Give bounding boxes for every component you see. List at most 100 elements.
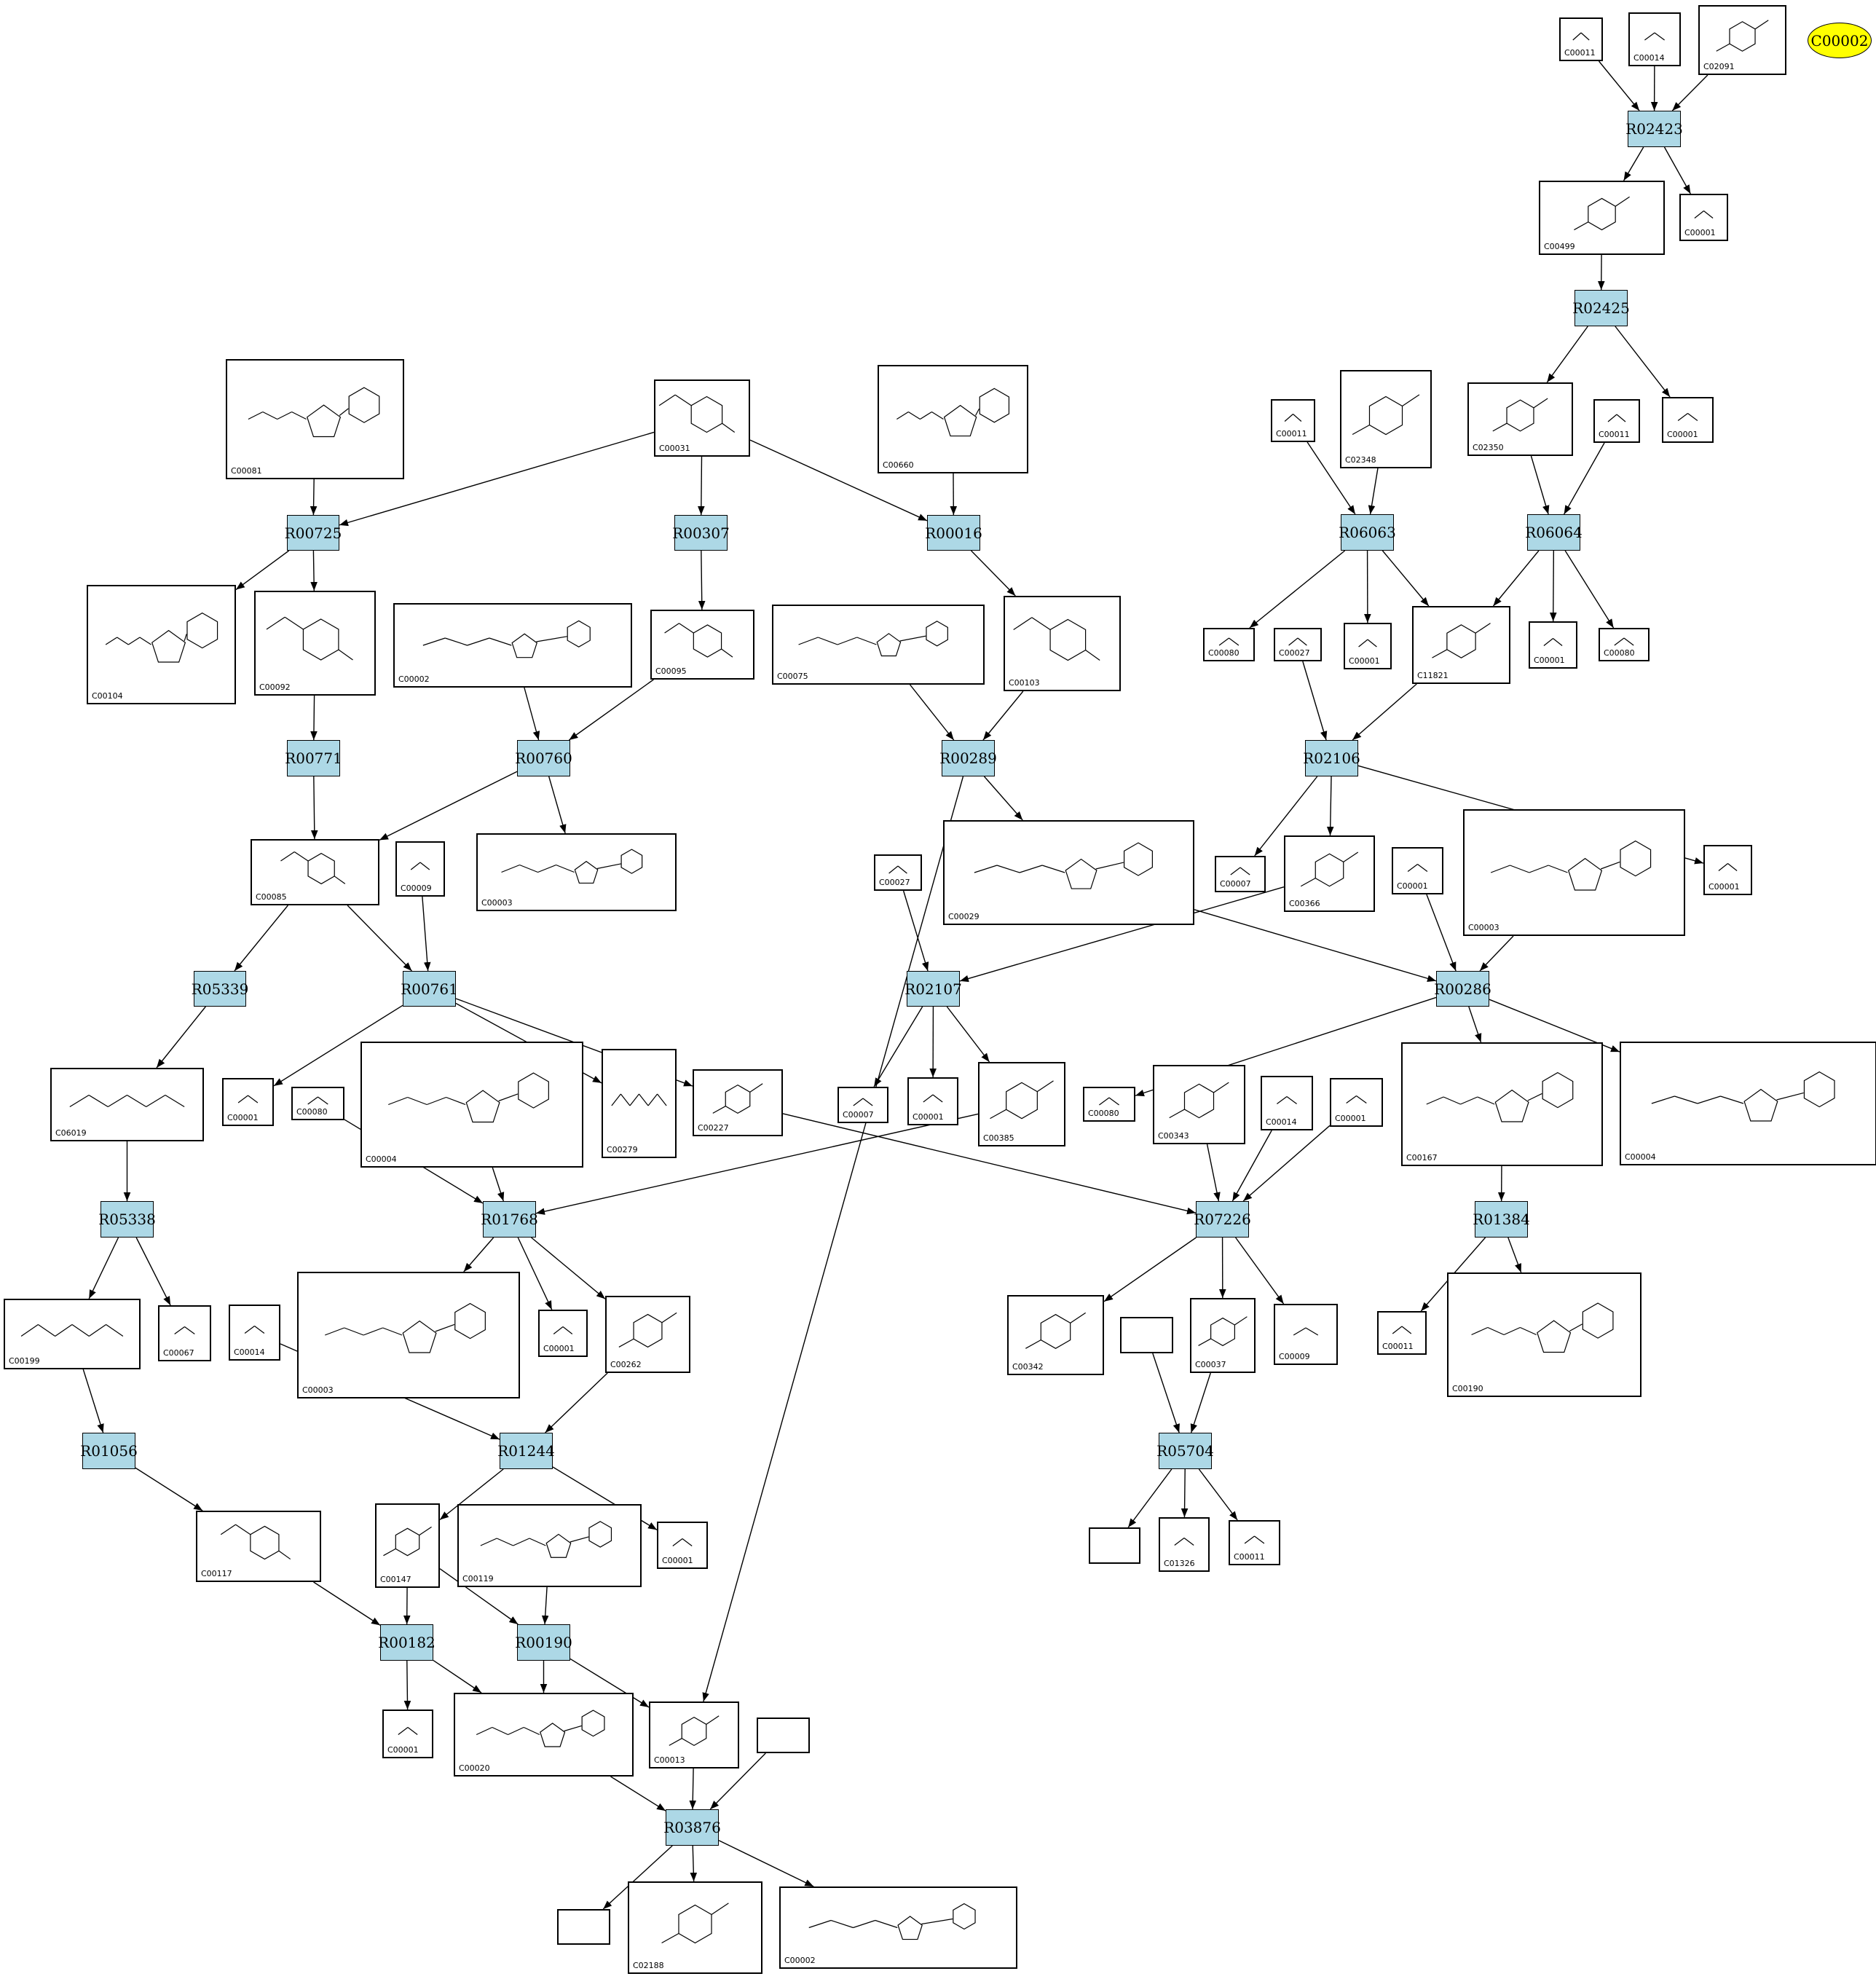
compound-c00014[interactable]: C00014 bbox=[1628, 12, 1681, 66]
compound-empty[interactable] bbox=[1089, 1527, 1140, 1564]
compound-c00080[interactable]: C00080 bbox=[291, 1087, 344, 1120]
reaction-r02107[interactable]: R02107 bbox=[904, 971, 962, 1007]
compound-c00080[interactable]: C00080 bbox=[1203, 628, 1255, 661]
reaction-r00182[interactable]: R00182 bbox=[378, 1624, 436, 1661]
compound-c00003[interactable]: C00003 bbox=[1463, 809, 1685, 936]
reaction-r00190[interactable]: R00190 bbox=[515, 1624, 572, 1661]
reaction-r00307[interactable]: R00307 bbox=[672, 515, 730, 551]
compound-c00014[interactable]: C00014 bbox=[229, 1305, 280, 1361]
reaction-r07226[interactable]: R07226 bbox=[1194, 1201, 1251, 1238]
reaction-r06064[interactable]: R06064 bbox=[1525, 514, 1583, 551]
compound-c06019[interactable]: C06019 bbox=[50, 1068, 204, 1141]
compound-c00002[interactable]: C00002 bbox=[393, 603, 632, 688]
reaction-r01244[interactable]: R01244 bbox=[497, 1433, 555, 1469]
compound-c00085[interactable]: C00085 bbox=[251, 839, 379, 905]
compound-c00190[interactable]: C00190 bbox=[1447, 1272, 1642, 1397]
compound-c00147[interactable]: C00147 bbox=[375, 1503, 440, 1588]
compound-c00001[interactable]: C00001 bbox=[1529, 621, 1577, 669]
reaction-r01056[interactable]: R01056 bbox=[80, 1433, 138, 1469]
compound-c00095[interactable]: C00095 bbox=[650, 610, 754, 680]
compound-c00009[interactable]: C00009 bbox=[1274, 1304, 1338, 1365]
reaction-r00771[interactable]: R00771 bbox=[285, 740, 342, 776]
compound-c01326[interactable]: C01326 bbox=[1159, 1517, 1210, 1572]
compound-c00001[interactable]: C00001 bbox=[657, 1522, 708, 1569]
compound-c00001[interactable]: C00001 bbox=[382, 1710, 433, 1758]
reaction-r02106[interactable]: R02106 bbox=[1303, 740, 1360, 776]
compound-c00001[interactable]: C00001 bbox=[1344, 623, 1392, 669]
compound-c00001[interactable]: C00001 bbox=[1662, 397, 1714, 443]
compound-c00001[interactable]: C00001 bbox=[1392, 847, 1443, 894]
reaction-r01384[interactable]: R01384 bbox=[1473, 1201, 1530, 1238]
reaction-r00016[interactable]: R00016 bbox=[925, 515, 982, 551]
reaction-r00761[interactable]: R00761 bbox=[401, 971, 458, 1007]
reaction-r03876[interactable]: R03876 bbox=[663, 1809, 721, 1846]
reaction-r02423[interactable]: R02423 bbox=[1625, 111, 1683, 147]
reaction-r01768[interactable]: R01768 bbox=[481, 1201, 538, 1238]
compound-c00117[interactable]: C00117 bbox=[196, 1511, 321, 1582]
compound-c00037[interactable]: C00037 bbox=[1190, 1298, 1256, 1373]
compound-c00003[interactable]: C00003 bbox=[297, 1272, 520, 1398]
compound-c02350[interactable]: C02350 bbox=[1467, 382, 1573, 456]
compound-c00001[interactable]: C00001 bbox=[907, 1077, 958, 1125]
highlight-compound-c00002[interactable]: C00002 bbox=[1808, 23, 1872, 58]
compound-c00013[interactable]: C00013 bbox=[649, 1701, 739, 1768]
compound-c00027[interactable]: C00027 bbox=[874, 854, 922, 891]
compound-c00067[interactable]: C00067 bbox=[158, 1305, 211, 1361]
compound-c00004[interactable]: C00004 bbox=[1620, 1042, 1876, 1165]
reaction-r05704[interactable]: R05704 bbox=[1156, 1433, 1214, 1469]
compound-c00366[interactable]: C00366 bbox=[1284, 835, 1375, 912]
compound-c00075[interactable]: C00075 bbox=[772, 605, 985, 685]
compound-c00499[interactable]: C00499 bbox=[1539, 181, 1665, 255]
compound-c00007[interactable]: C00007 bbox=[1215, 856, 1266, 892]
compound-c00227[interactable]: C00227 bbox=[693, 1069, 783, 1136]
compound-c02188[interactable]: C02188 bbox=[628, 1881, 762, 1974]
compound-c00002[interactable]: C00002 bbox=[779, 1886, 1017, 1969]
compound-c00014[interactable]: C00014 bbox=[1261, 1076, 1313, 1130]
compound-c00003[interactable]: C00003 bbox=[476, 833, 677, 911]
compound-c00167[interactable]: C00167 bbox=[1401, 1042, 1603, 1166]
compound-c00029[interactable]: C00029 bbox=[943, 820, 1194, 925]
compound-c00103[interactable]: C00103 bbox=[1004, 596, 1121, 691]
compound-c00011[interactable]: C00011 bbox=[1271, 399, 1315, 442]
reaction-r05338[interactable]: R05338 bbox=[98, 1201, 156, 1238]
compound-c00001[interactable]: C00001 bbox=[1330, 1078, 1383, 1127]
compound-c02348[interactable]: C02348 bbox=[1340, 370, 1432, 468]
compound-c02091[interactable]: C02091 bbox=[1698, 5, 1786, 75]
compound-c00104[interactable]: C00104 bbox=[87, 585, 236, 704]
compound-c00001[interactable]: C00001 bbox=[1703, 845, 1752, 895]
compound-c00199[interactable]: C00199 bbox=[4, 1299, 141, 1369]
compound-empty[interactable] bbox=[557, 1909, 610, 1945]
compound-c00092[interactable]: C00092 bbox=[254, 591, 376, 696]
reaction-r06063[interactable]: R06063 bbox=[1339, 514, 1396, 551]
reaction-r00289[interactable]: R00289 bbox=[939, 740, 997, 776]
compound-c00007[interactable]: C00007 bbox=[838, 1087, 888, 1123]
compound-c11821[interactable]: C11821 bbox=[1412, 606, 1510, 684]
compound-c00020[interactable]: C00020 bbox=[454, 1693, 634, 1777]
reaction-r00760[interactable]: R00760 bbox=[515, 740, 572, 776]
compound-c00080[interactable]: C00080 bbox=[1599, 628, 1650, 661]
compound-c00081[interactable]: C00081 bbox=[226, 359, 404, 479]
compound-c00262[interactable]: C00262 bbox=[605, 1296, 690, 1373]
compound-c00001[interactable]: C00001 bbox=[538, 1310, 588, 1357]
reaction-r02425[interactable]: R02425 bbox=[1572, 290, 1630, 326]
compound-c00011[interactable]: C00011 bbox=[1559, 17, 1603, 61]
compound-c00342[interactable]: C00342 bbox=[1007, 1295, 1104, 1375]
compound-empty[interactable] bbox=[757, 1718, 810, 1753]
compound-c00031[interactable]: C00031 bbox=[654, 379, 750, 457]
compound-c00001[interactable]: C00001 bbox=[1679, 194, 1728, 241]
compound-c00004[interactable]: C00004 bbox=[360, 1042, 583, 1168]
compound-c00011[interactable]: C00011 bbox=[1593, 399, 1640, 443]
compound-c00279[interactable]: C00279 bbox=[602, 1049, 677, 1158]
compound-c00080[interactable]: C00080 bbox=[1083, 1087, 1135, 1122]
compound-c00385[interactable]: C00385 bbox=[978, 1062, 1065, 1146]
compound-c00343[interactable]: C00343 bbox=[1153, 1065, 1245, 1144]
compound-c00001[interactable]: C00001 bbox=[222, 1078, 274, 1126]
compound-c00009[interactable]: C00009 bbox=[395, 841, 445, 897]
reaction-r00725[interactable]: R00725 bbox=[285, 515, 342, 551]
compound-empty[interactable] bbox=[1120, 1317, 1173, 1353]
compound-c00119[interactable]: C00119 bbox=[457, 1504, 642, 1587]
compound-c00660[interactable]: C00660 bbox=[878, 365, 1028, 473]
reaction-r05339[interactable]: R05339 bbox=[192, 971, 248, 1007]
compound-c00011[interactable]: C00011 bbox=[1229, 1520, 1280, 1565]
compound-c00011[interactable]: C00011 bbox=[1377, 1311, 1427, 1355]
